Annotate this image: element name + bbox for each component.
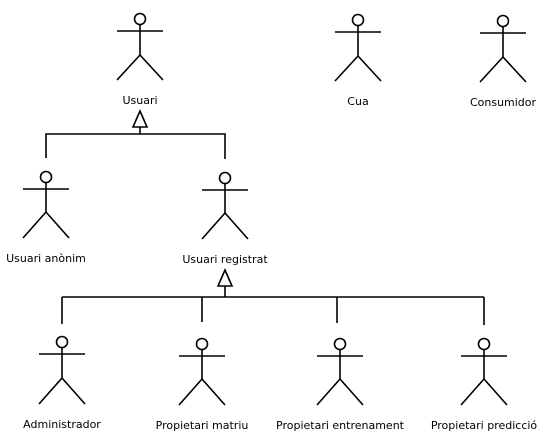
actor-label: Propietari predicció bbox=[431, 419, 538, 432]
actor-icon bbox=[22, 170, 70, 239]
actor-label: Propietari matriu bbox=[156, 419, 249, 432]
actor-icon bbox=[116, 12, 164, 81]
actor-label: Administrador bbox=[23, 418, 101, 431]
actor-icon bbox=[479, 14, 527, 83]
generalization-arrow-usuari bbox=[131, 109, 149, 128]
actor-icon bbox=[178, 337, 226, 406]
actor-consumidor[interactable]: Consumidor bbox=[470, 14, 537, 110]
actor-propietari-matriu[interactable]: Propietari matriu bbox=[156, 337, 249, 433]
actor-usuari-anonim[interactable]: Usuari anònim bbox=[6, 170, 86, 266]
generalization-arrow-usuari-registrat bbox=[216, 268, 234, 287]
generalization-usuari bbox=[45, 109, 226, 159]
actor-usuari-registrat[interactable]: Usuari registrat bbox=[182, 171, 268, 267]
actor-label: Usuari anònim bbox=[6, 252, 86, 265]
actor-cua[interactable]: Cua bbox=[334, 13, 382, 109]
actor-usuari[interactable]: Usuari bbox=[116, 12, 164, 108]
connector-usuari-registrat bbox=[140, 133, 226, 159]
actor-label: Usuari bbox=[122, 94, 157, 107]
actor-label: Propietari entrenament bbox=[276, 419, 405, 432]
actor-administrador[interactable]: Administrador bbox=[23, 335, 101, 432]
actor-label: Cua bbox=[347, 95, 368, 108]
actor-propietari-prediccio[interactable]: Propietari predicció bbox=[431, 337, 538, 433]
actor-icon bbox=[460, 337, 508, 406]
actor-label: Usuari registrat bbox=[182, 253, 268, 266]
actor-icon bbox=[334, 13, 382, 82]
connector-usuari-anonim bbox=[45, 133, 140, 158]
actor-label: Consumidor bbox=[470, 96, 537, 109]
actor-icon bbox=[38, 335, 86, 405]
actor-icon bbox=[316, 337, 364, 406]
actor-icon bbox=[201, 171, 249, 240]
generalization-usuari-registrat bbox=[61, 268, 485, 325]
actor-propietari-entrenament[interactable]: Propietari entrenament bbox=[276, 337, 405, 433]
